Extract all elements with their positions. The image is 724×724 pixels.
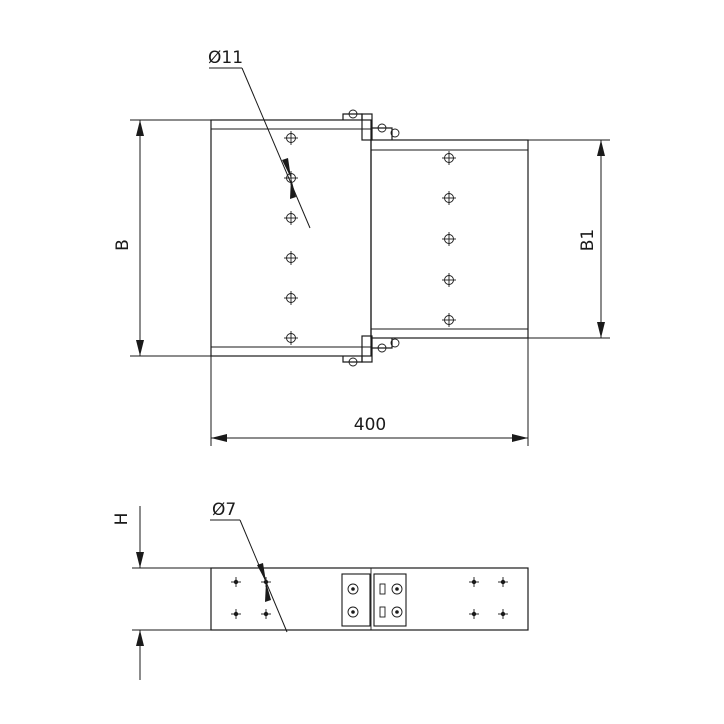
dimension-b1 [528,139,610,339]
splice-plate-left [341,573,371,627]
splice-plate-right [373,573,407,627]
dimension-b-label: B [113,239,133,251]
dimension-h [132,506,211,680]
dimension-b [130,119,211,357]
diameter-label-bottom: Ø7 [212,500,236,520]
dimension-h-label: H [112,513,132,526]
dimension-400 [210,338,529,446]
diameter-leader-top [209,67,311,229]
side-holes-left [231,577,271,619]
dimension-b1-label: B1 [578,229,598,251]
side-holes-right [469,577,508,619]
diameter-label-top: Ø11 [208,48,243,68]
holes-right-column [442,151,456,327]
top-bracket [342,109,400,141]
diameter-leader-bottom [210,519,288,633]
side-view: Ø7 H [112,500,529,680]
narrow-tray-section [370,139,529,339]
bottom-bracket [342,335,400,367]
dimension-400-label: 400 [354,415,386,435]
wide-tray-section [210,119,372,357]
top-view: Ø11 B B1 400 [113,48,610,446]
